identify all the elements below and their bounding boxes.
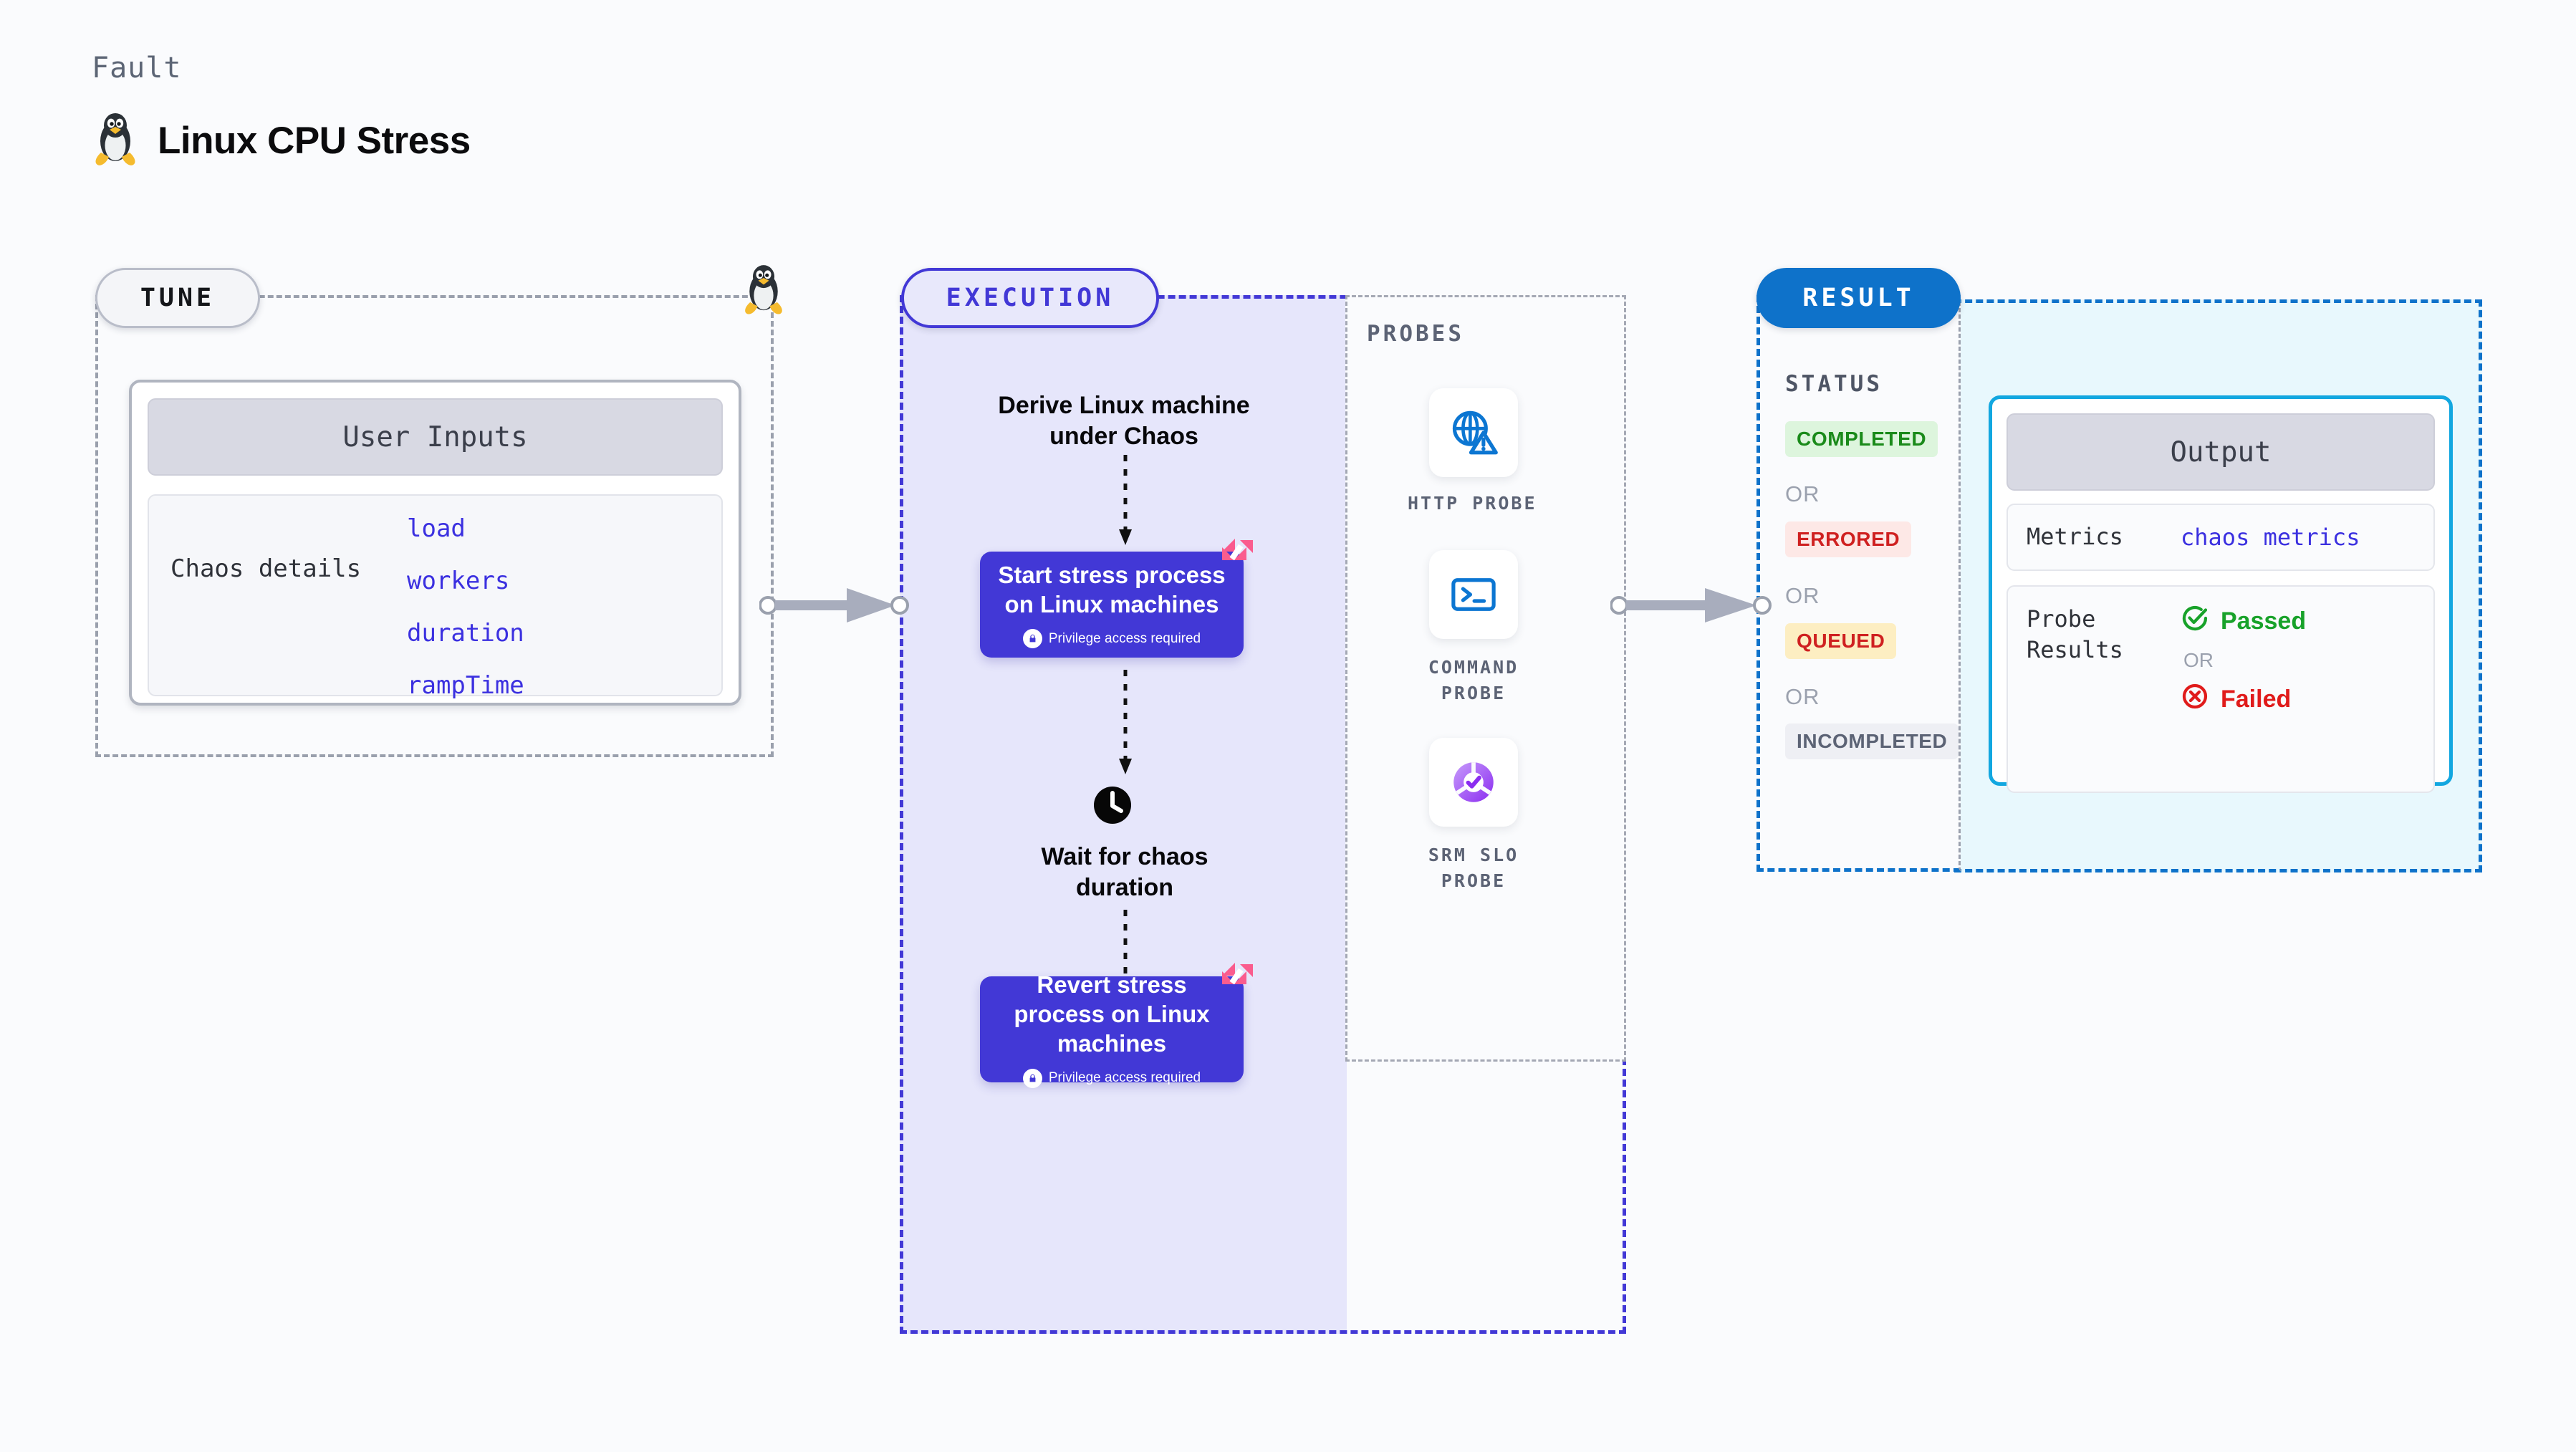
- connector-tune-to-execution: [759, 584, 910, 630]
- user-inputs-card: User Inputs Chaos details load workers d…: [129, 380, 741, 706]
- slo-check-icon: [1429, 738, 1518, 827]
- page-title-row: Linux CPU Stress: [92, 111, 471, 170]
- execution-node-start-stress-note: Privilege access required: [1022, 629, 1201, 649]
- probe-item-srm-slo[interactable]: SRM SLO PROBE: [1428, 738, 1539, 895]
- connector-execution-to-result: [1610, 584, 1772, 630]
- chaos-details-params: load workers duration rampTime: [407, 514, 524, 700]
- arrow-derive-to-start: [1115, 455, 1136, 552]
- output-card-header: Output: [2007, 413, 2435, 491]
- probe-item-http[interactable]: HTTP PROBE: [1408, 388, 1535, 514]
- execution-node-start-stress-label: Start stress process on Linux machines: [998, 561, 1226, 617]
- param-ramptime: rampTime: [407, 671, 524, 700]
- probe-item-command[interactable]: COMMAND PROBE: [1428, 550, 1539, 707]
- probe-result-or: OR: [2183, 649, 2214, 671]
- tune-edge-linux-tux-icon: [741, 263, 786, 319]
- execution-node-revert-stress-label: Revert stress process on Linux machines: [1014, 971, 1210, 1057]
- status-label: STATUS: [1785, 371, 1883, 397]
- probe-result-failed: Failed: [2181, 682, 2306, 717]
- status-badge-queued: QUEUED: [1785, 623, 1897, 659]
- output-card: Output Metrics chaos metrics Probe Resul…: [1989, 395, 2453, 793]
- execution-step-wait-label: Wait for chaos duration: [1041, 843, 1208, 901]
- execution-node-revert-stress[interactable]: Revert stress process on Linux machines …: [980, 971, 1244, 1088]
- status-or-1: OR: [1785, 481, 1820, 506]
- globe-warning-icon: [1429, 388, 1518, 477]
- probe-label-http: HTTP PROBE: [1408, 493, 1537, 514]
- tune-badge: TUNE: [95, 268, 260, 328]
- status-or-3: OR: [1785, 684, 1820, 709]
- status-badge-errored: ERRORED: [1785, 521, 1912, 557]
- output-row-probe-results: Probe Results Passed OR: [2007, 585, 2435, 793]
- param-duration: duration: [407, 619, 524, 648]
- chaos-details-row: Chaos details load workers duration ramp…: [148, 494, 723, 700]
- page-title: Linux CPU Stress: [158, 120, 471, 162]
- execution-step-derive-label: Derive Linux machine under Chaos: [998, 392, 1250, 450]
- execution-badge: EXECUTION: [901, 268, 1159, 328]
- chaos-details-label: Chaos details: [170, 554, 362, 583]
- terminal-icon: [1429, 550, 1518, 639]
- output-rows: Metrics chaos metrics Probe Results Pass…: [2007, 504, 2435, 793]
- check-circle-icon: [2181, 604, 2209, 639]
- harness-flag-icon: [1218, 536, 1255, 577]
- probe-result-passed-label: Passed: [2221, 607, 2307, 635]
- status-or-2: OR: [1785, 583, 1820, 608]
- x-circle-icon: [2181, 682, 2209, 717]
- output-probe-results-values: Passed OR Failed: [2181, 604, 2306, 774]
- status-badge-incompleted: INCOMPLETED: [1785, 723, 1959, 759]
- execution-node-revert-stress-note: Privilege access required: [1022, 1068, 1201, 1088]
- result-panel: [1756, 295, 1961, 872]
- linux-tux-icon: [92, 111, 139, 170]
- clock-icon: [1092, 785, 1133, 829]
- page-eyebrow: Fault: [92, 52, 182, 85]
- tune-panel: [95, 295, 774, 757]
- harness-flag-icon: [1218, 960, 1255, 1001]
- output-metrics-value: chaos metrics: [2181, 524, 2360, 551]
- output-probe-results-key: Probe Results: [2027, 605, 2123, 664]
- param-workers: workers: [407, 567, 510, 595]
- execution-node-revert-stress-note-text: Privilege access required: [1048, 1070, 1201, 1086]
- arrow-start-to-wait: [1115, 670, 1136, 781]
- probe-label-command: COMMAND PROBE: [1428, 657, 1519, 704]
- lock-icon: [1022, 1068, 1042, 1088]
- status-badge-completed: COMPLETED: [1785, 421, 1938, 457]
- output-metrics-key: Metrics: [2027, 523, 2123, 551]
- probe-label-srm-slo: SRM SLO PROBE: [1428, 845, 1519, 892]
- probe-result-failed-label: Failed: [2221, 686, 2292, 713]
- param-load: load: [407, 514, 466, 543]
- probe-result-passed: Passed: [2181, 604, 2306, 639]
- probes-label: PROBES: [1367, 321, 1464, 347]
- execution-node-start-stress-note-text: Privilege access required: [1048, 630, 1201, 646]
- lock-icon: [1022, 629, 1042, 649]
- user-inputs-header: User Inputs: [148, 398, 723, 476]
- execution-node-start-stress[interactable]: Start stress process on Linux machines P…: [980, 552, 1244, 658]
- probes-panel: [1345, 295, 1626, 1062]
- output-row-metrics: Metrics chaos metrics: [2007, 504, 2435, 571]
- result-badge: RESULT: [1756, 268, 1961, 328]
